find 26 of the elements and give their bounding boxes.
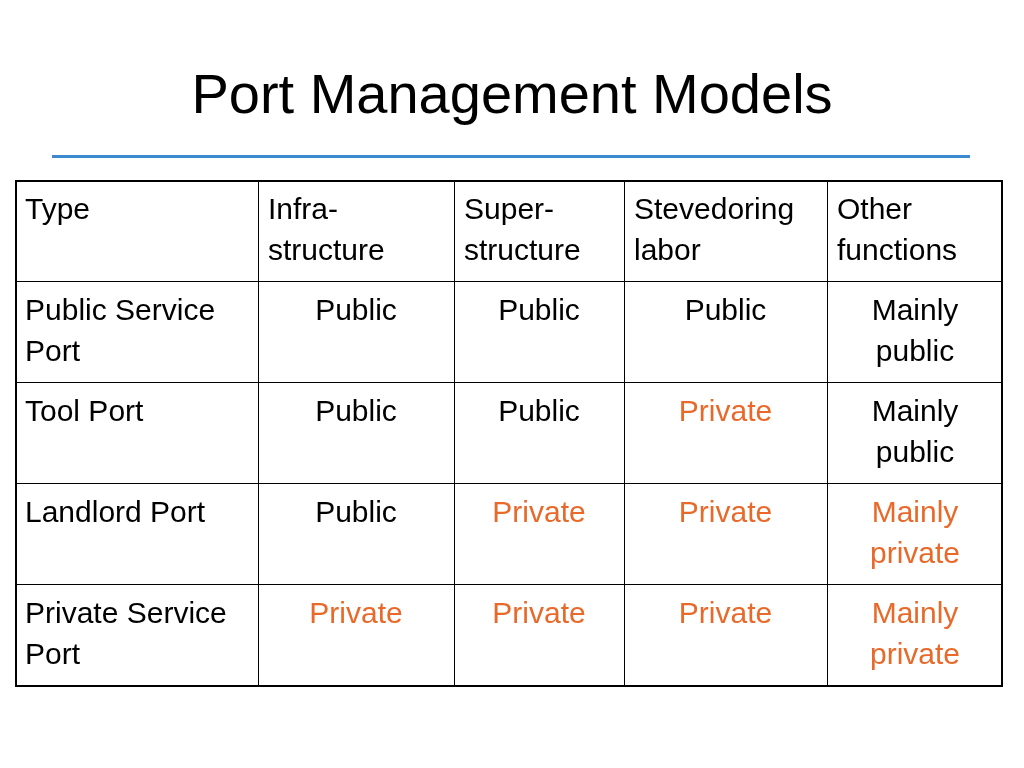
row-header: Tool Port xyxy=(15,382,259,484)
table-cell: Private xyxy=(624,382,828,484)
table-cell: Public xyxy=(454,281,625,383)
table-cell: Public xyxy=(624,281,828,383)
row-header: Landlord Port xyxy=(15,483,259,585)
table-cell: Public xyxy=(258,382,455,484)
table-cell: Private xyxy=(454,483,625,585)
column-header: Type xyxy=(15,180,259,282)
column-header: Stevedoring labor xyxy=(624,180,828,282)
row-header: Private Service Port xyxy=(15,584,259,687)
row-header: Public Service Port xyxy=(15,281,259,383)
table-cell-text: Mainly private xyxy=(868,595,961,672)
table-cell: Public xyxy=(258,483,455,585)
table-cell: Private xyxy=(454,584,625,687)
table-cell: Public xyxy=(258,281,455,383)
table-cell: Mainly public xyxy=(827,382,1003,484)
table-cell: Private xyxy=(258,584,455,687)
slide-title: Port Management Models xyxy=(190,62,834,126)
column-header: Infra- structure xyxy=(258,180,455,282)
table-cell: Private xyxy=(624,483,828,585)
table-cell: Mainly private xyxy=(827,483,1003,585)
column-header: Super- structure xyxy=(454,180,625,282)
table-cell: Public xyxy=(454,382,625,484)
column-header: Other functions xyxy=(827,180,1003,282)
table-cell: Mainly public xyxy=(827,281,1003,383)
table-cell: Private xyxy=(624,584,828,687)
